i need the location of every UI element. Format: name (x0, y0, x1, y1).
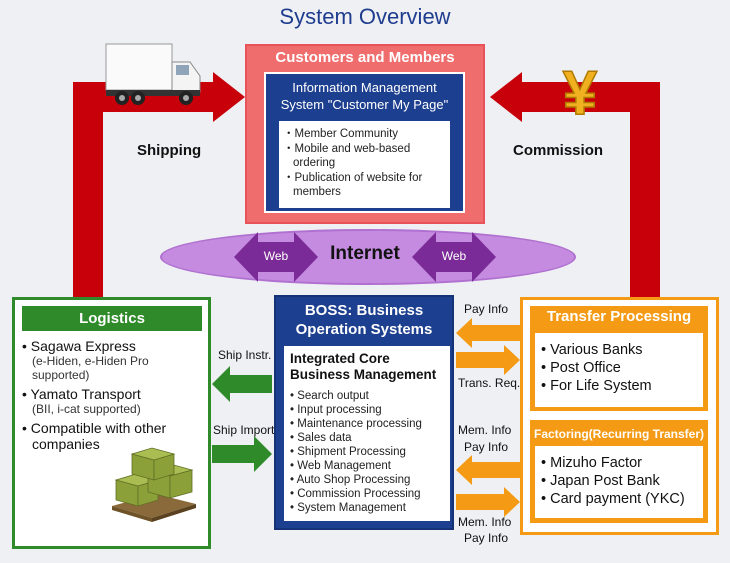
logistics-item: Compatible with other (30, 420, 167, 436)
factoring-mem-info-arrow (456, 487, 520, 517)
web-left-label: Web (263, 249, 289, 263)
transfer-item: • Various Banks (541, 342, 643, 358)
shipping-arrow-head (213, 72, 245, 122)
core-feature-item: • Shipment Processing (290, 446, 406, 458)
ship-import-label: Ship Import (213, 423, 275, 437)
factoring-item: • Japan Post Bank (541, 473, 660, 489)
core-feature-item: • Search output (290, 390, 369, 402)
feature-item: ・Publication of website for members (283, 172, 423, 198)
core-feature-item: • System Management (290, 502, 406, 514)
logistics-item: Yamato Transport (30, 386, 141, 402)
core-feature-item: • Maintenance processing (290, 418, 422, 430)
yen-icon: ¥ (562, 62, 599, 120)
core-feature-item: • Web Management (290, 460, 391, 472)
transfer-processing-title: Transfer Processing (546, 308, 692, 325)
shipping-label: Shipping (137, 142, 202, 159)
pay-info-label: Pay Info (464, 531, 509, 545)
trans-req-arrow (456, 345, 520, 375)
core-management-box (284, 346, 450, 521)
transfer-item: • For Life System (541, 378, 652, 394)
feature-item: ・Mobile and web-based ordering (283, 143, 411, 169)
web-right-diamond (412, 232, 496, 282)
factoring-title: Factoring(Recurring Transfer) (533, 427, 705, 441)
transfer-processing-list: • Various Banks • Post Office • For Life… (535, 333, 703, 407)
factoring-pay-info-arrow (456, 455, 520, 485)
boxes-pallet-icon (112, 447, 196, 522)
logistics-list: • Sagawa Express (e-Hiden, e-Hiden Pro s… (22, 336, 202, 452)
boss-title: BOSS: Business Operation Systems (295, 302, 433, 338)
logistics-title: Logistics (22, 306, 202, 331)
commission-arrow-head (490, 72, 522, 122)
commission-label: Commission (513, 142, 604, 159)
customers-members-title: Customers and Members (275, 49, 455, 66)
mem-info-label: Mem. Info (458, 515, 512, 529)
trans-req-label: Trans. Req. (458, 376, 521, 390)
core-feature-item: • Commission Processing (290, 488, 421, 500)
ship-instr-label: Ship Instr. (218, 348, 272, 362)
factoring-list: • Mizuho Factor • Japan Post Bank • Card… (535, 446, 703, 518)
ship-instr-arrow (212, 366, 272, 402)
commission-connector-horizontal (518, 82, 660, 112)
core-feature-item: • Auto Shop Processing (290, 474, 411, 486)
commission-connector-vertical (630, 82, 660, 300)
page-title: System Overview (279, 4, 451, 29)
logistics-item-note: supported) (32, 368, 90, 382)
customer-my-page-title: Information Management System "Customer … (280, 80, 449, 112)
web-right-label: Web (441, 249, 467, 263)
shipping-connector-vertical (73, 82, 103, 300)
core-feature-item: • Sales data (290, 432, 352, 444)
mem-info-label: Mem. Info (458, 423, 512, 437)
factoring-item: • Card payment (YKC) (541, 491, 685, 507)
logistics-item: companies (32, 436, 100, 452)
pay-info-label: Pay Info (464, 440, 509, 454)
customer-features-list: ・Member Community ・Mobile and web-based … (279, 121, 450, 208)
pay-info-arrow (456, 318, 520, 348)
internet-ellipse (160, 229, 576, 285)
feature-item: ・Member Community (283, 128, 399, 140)
factoring-item: • Mizuho Factor (541, 455, 642, 471)
web-left-diamond (234, 232, 318, 282)
core-management-title: Integrated Core Business Management (290, 351, 437, 382)
svg-text:¥: ¥ (563, 62, 598, 120)
truck-icon (105, 43, 201, 105)
pay-info-label: Pay Info (464, 302, 509, 316)
logistics-item-note: (BII, i-cat supported) (32, 402, 141, 416)
internet-label: Internet (330, 243, 400, 264)
core-features-list: • Search output • Input processing • Mai… (290, 389, 450, 515)
core-feature-item: • Input processing (290, 404, 382, 416)
logistics-item-note: (e-Hiden, e-Hiden Pro (32, 354, 149, 368)
logistics-item: Sagawa Express (30, 338, 136, 354)
transfer-item: • Post Office (541, 360, 621, 376)
ship-import-arrow (212, 436, 272, 472)
